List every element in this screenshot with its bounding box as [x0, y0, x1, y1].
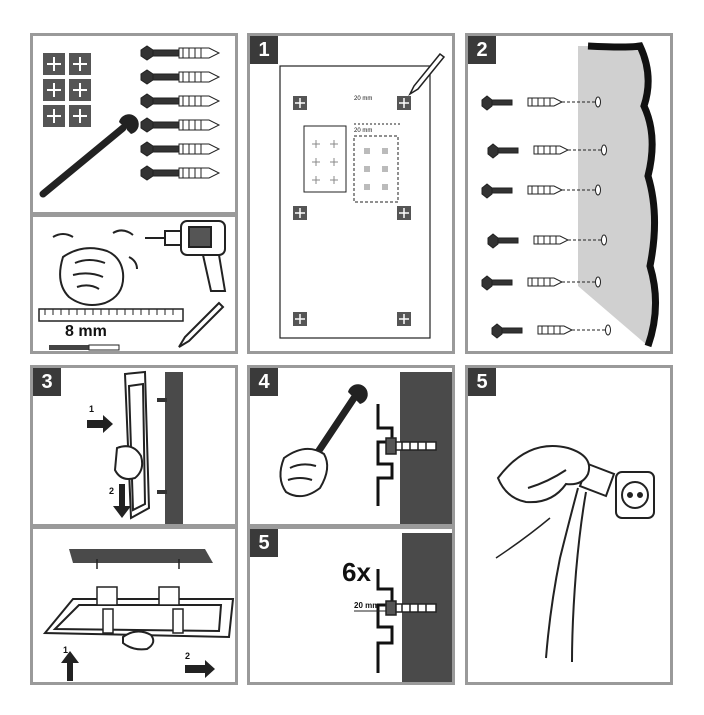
arrow-1-label: 1: [63, 645, 69, 655]
step-5-mount-panel: 5 6x 20 mm: [247, 526, 455, 685]
arrow-icon: [61, 651, 79, 681]
step-number: 1: [250, 36, 278, 64]
mounting-panel: 1 2: [30, 526, 238, 685]
arrow-1-label: 1: [89, 404, 95, 414]
arrow-icon: [113, 484, 131, 518]
drill-size-label: 8 mm: [65, 323, 107, 340]
step-5-plug-panel: 5: [465, 365, 673, 685]
socket-icon: [615, 471, 655, 519]
step-1-panel: 1 20 mm 20 mm: [247, 33, 455, 354]
drill-bit-icon: [49, 344, 120, 351]
screw-anchor-icon: [481, 95, 611, 339]
dimension-label: 20 mm: [354, 601, 380, 610]
wall-anchors-diagram: [481, 42, 659, 348]
arrow-icon: [185, 660, 215, 678]
tighten-screw-diagram: [279, 372, 452, 524]
ruler-icon: [38, 308, 184, 322]
step-number: 4: [250, 368, 278, 396]
dimension-label: 20 mm: [354, 96, 373, 102]
plug-in-diagram: [495, 445, 655, 663]
hand-icon: [496, 445, 590, 504]
step-2-panel: 2: [465, 33, 673, 354]
dimension-label: 20 mm: [354, 128, 373, 134]
marking-diagram: [279, 52, 446, 339]
screw-anchor-icon: [385, 437, 437, 455]
tiles-icon: [43, 53, 91, 127]
step-number: 2: [468, 36, 496, 64]
hang-heater-diagram: [87, 370, 183, 524]
spacing-diagram: [354, 533, 452, 682]
step-number: 5: [250, 529, 278, 557]
arrow-2-label: 2: [185, 651, 191, 661]
arrow-2-label: 2: [109, 486, 115, 496]
tools-illustration: [38, 220, 227, 351]
mount-frame-diagram: [42, 549, 235, 681]
hand-icon: [52, 229, 138, 306]
drill-icon: [145, 220, 227, 292]
hand-icon: [122, 630, 155, 651]
wrench-icon: [39, 114, 139, 198]
parts-panel: [30, 33, 238, 215]
wall-icon: [165, 372, 183, 524]
quantity-label: 6x: [342, 557, 371, 587]
hand-icon: [113, 445, 144, 480]
pencil-icon: [178, 301, 225, 348]
hand-icon: [279, 447, 329, 498]
screw-anchor-icon: [385, 600, 437, 616]
arrow-icon: [87, 415, 113, 433]
step-number: 5: [468, 368, 496, 396]
tools-panel: 8 mm: [30, 214, 238, 354]
screw-anchor-icon: [140, 45, 221, 181]
pencil-icon: [408, 52, 446, 97]
step-4-panel: 4: [247, 365, 455, 527]
step-number: 3: [33, 368, 61, 396]
step-3-panel: 3 1 2: [30, 365, 238, 527]
parts-illustration: [39, 45, 221, 198]
wall-icon: [578, 46, 656, 346]
